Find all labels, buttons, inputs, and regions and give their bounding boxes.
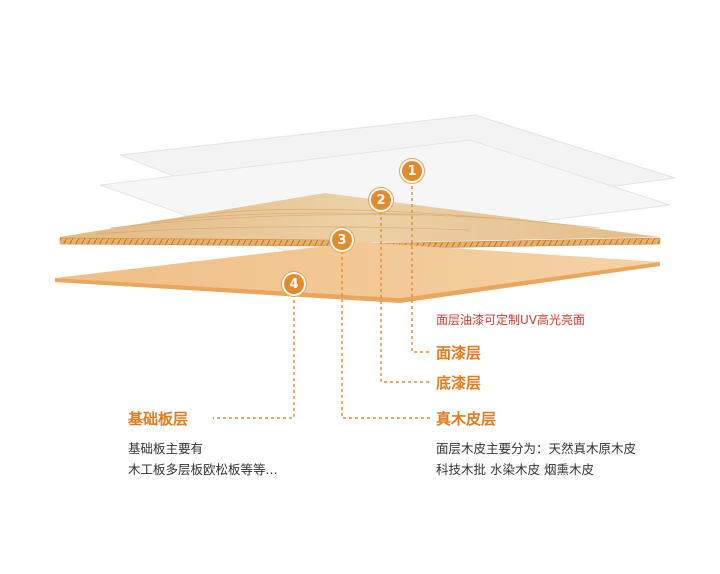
base-board-desc-line-1: 基础板主要有 [128,441,204,456]
wood-grain-lines [94,208,601,235]
badge-4: 4 [284,274,304,294]
topcoat-label: 面漆层 [436,344,482,362]
veneer-desc-line-2: 科技木批 水染木皮 烟熏木皮 [436,462,594,477]
base-board-top [55,242,660,298]
badge-3: 3 [332,230,352,250]
badge-2: 2 [371,190,391,210]
badge-1: 1 [402,161,422,181]
veneer-desc-line-1: 面层木皮主要分为：天然真木原木皮 [436,441,637,456]
leader-line-3 [341,251,432,419]
leader-line-4 [213,294,295,419]
topcoat-note: 面层油漆可定制UV高光亮面 [436,313,585,327]
veneer-label: 真木皮层 [436,410,497,428]
base-board-edge [55,262,660,303]
base-board-label: 基础板层 [128,410,189,428]
base-board-desc-line-2: 木工板多层板欧松板等等... [128,462,278,477]
veneer-board-top [60,193,660,243]
primer-label: 底漆层 [436,374,482,392]
leader-line-2 [380,211,432,383]
